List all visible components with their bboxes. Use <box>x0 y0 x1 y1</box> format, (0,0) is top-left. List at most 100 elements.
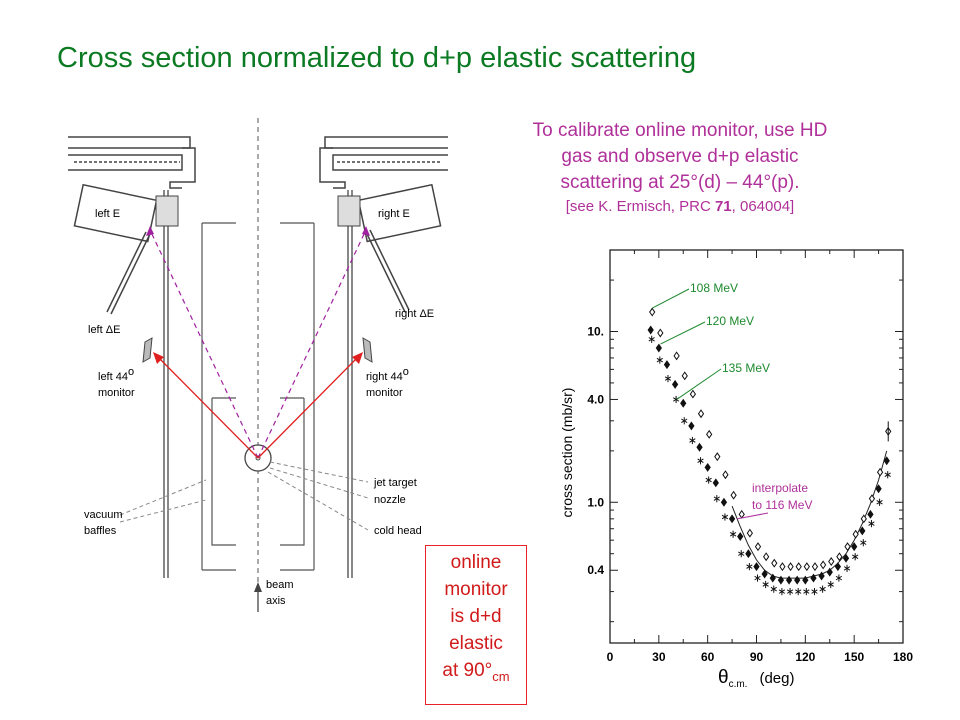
point-135-mev <box>835 574 843 582</box>
vacuum-label-1: vacuum <box>84 509 123 521</box>
inner-chamber <box>201 222 315 571</box>
annotation-135-mev: 135 MeV <box>722 361 770 375</box>
annotation-120-mev: 120 MeV <box>706 314 754 328</box>
point-135-mev <box>681 417 688 425</box>
point-120-mev <box>875 484 882 494</box>
point-108-mev <box>730 490 737 500</box>
point-120-mev <box>745 549 752 559</box>
point-135-mev <box>827 580 834 589</box>
monitor-note-subscript: cm <box>492 668 510 684</box>
point-108-mev <box>706 429 713 439</box>
right-de-label: right ΔE <box>395 308 434 320</box>
point-135-mev <box>713 495 720 503</box>
x-label-theta: θ <box>718 667 729 688</box>
x-tick-label: 0 <box>607 650 614 664</box>
point-108-mev <box>681 371 688 381</box>
online-monitor-note: online monitor is d+d elastic at 90°cm <box>425 545 527 705</box>
point-120-mev <box>769 573 776 583</box>
point-120-mev <box>753 562 760 572</box>
ref-prefix: [see K. Ermisch, PRC <box>565 198 715 215</box>
point-108-mev <box>689 389 697 399</box>
point-120-mev <box>696 442 703 452</box>
leader-120-mev <box>660 321 706 345</box>
point-120-mev <box>680 398 687 408</box>
left-flange <box>68 136 196 189</box>
calibration-reference: [see K. Ermisch, PRC 71, 064004] <box>470 196 890 218</box>
y-tick-label: 1.0 <box>587 495 604 509</box>
dd-monitor-paths <box>156 355 360 459</box>
calibration-note: To calibrate online monitor, use HD gas … <box>470 118 890 218</box>
page-title: Cross section normalized to d+p elastic … <box>57 42 697 74</box>
point-120-mev <box>818 571 825 581</box>
y-tick-label: 10. <box>587 324 604 338</box>
point-135-mev <box>811 587 818 596</box>
jet-target-label-1: jet target <box>373 477 417 489</box>
left-e-detector <box>73 183 158 243</box>
point-120-mev <box>851 542 858 552</box>
x-label-sub: c.m. <box>729 679 748 690</box>
point-135-mev <box>843 564 851 573</box>
point-108-mev <box>876 467 884 477</box>
chart-x-label: θc.m.(deg) <box>718 667 795 690</box>
point-120-mev <box>785 575 793 585</box>
point-135-mev <box>860 539 867 547</box>
point-135-mev <box>672 395 680 404</box>
point-108-mev <box>657 328 664 338</box>
monitor-note-angle: at 90° <box>442 660 493 681</box>
point-108-mev <box>811 562 819 572</box>
ref-suffix: , 064004] <box>731 198 795 215</box>
monitor-note-line-4: elastic <box>449 633 503 654</box>
monitor-note-line-5: at 90°cm <box>426 657 526 690</box>
point-120-mev <box>883 456 890 466</box>
right-e-detector <box>357 183 442 243</box>
point-120-mev <box>655 343 662 353</box>
point-108-mev <box>803 562 810 572</box>
point-135-mev <box>762 580 769 589</box>
point-120-mev <box>647 325 654 335</box>
point-108-mev <box>697 409 705 419</box>
point-108-mev <box>722 470 729 480</box>
chart-marks <box>647 307 892 596</box>
point-135-mev <box>754 574 761 582</box>
point-135-mev <box>803 587 810 596</box>
right-dp-arrowhead <box>362 226 370 236</box>
chart-y-label: cross section (mb/sr) <box>559 388 575 518</box>
leader-lines <box>119 461 369 531</box>
left-e-label: left E <box>95 208 120 220</box>
right-dd-arrowhead <box>352 352 363 364</box>
point-135-mev <box>868 520 875 528</box>
monitor-note-line-1: online <box>450 552 502 573</box>
point-135-mev <box>697 457 704 465</box>
point-108-mev <box>763 552 770 562</box>
left-monitor-degree: o <box>128 366 134 378</box>
point-135-mev <box>852 553 859 561</box>
point-108-mev <box>649 307 656 317</box>
point-135-mev <box>705 476 712 484</box>
left-de-detector <box>106 231 151 315</box>
x-tick-label: 120 <box>795 650 815 664</box>
calibration-line-3: scattering at 25°(d) – 44°(p). <box>560 172 800 193</box>
monitor-note-line-3: is d+d <box>450 606 502 627</box>
right-shield-block <box>337 195 361 227</box>
jet-target-dot <box>255 455 261 461</box>
point-135-mev <box>738 550 745 558</box>
plot-frame <box>609 249 904 644</box>
point-135-mev <box>656 356 663 364</box>
point-120-mev <box>761 569 768 579</box>
ref-volume: 71 <box>714 198 732 215</box>
point-108-mev <box>754 542 762 552</box>
point-120-mev <box>826 567 833 577</box>
x-tick-label: 60 <box>701 650 715 664</box>
point-135-mev <box>664 374 672 383</box>
point-135-mev <box>729 530 737 538</box>
point-120-mev <box>794 575 801 585</box>
right-flange <box>319 136 448 189</box>
point-108-mev <box>844 542 851 552</box>
left-monitor-label-2: monitor <box>98 387 135 399</box>
point-108-mev <box>819 560 827 570</box>
x-tick-label: 150 <box>844 650 864 664</box>
point-135-mev <box>786 587 794 596</box>
point-108-mev <box>787 562 794 572</box>
point-108-mev <box>795 562 802 572</box>
